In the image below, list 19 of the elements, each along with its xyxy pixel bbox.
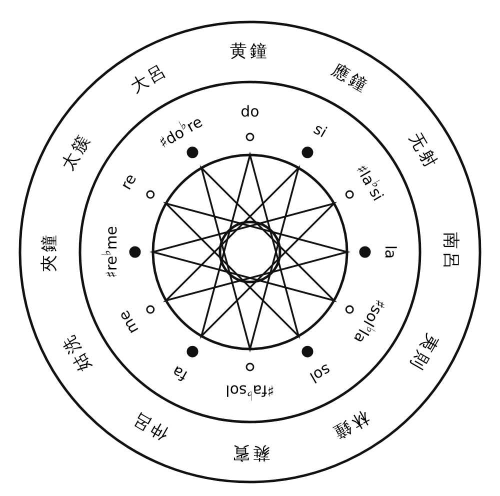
solfege-note: sol	[307, 361, 333, 386]
solfege-note: me	[116, 308, 142, 336]
pitch-pipe-name: 太簇	[59, 130, 94, 174]
pitch-pipe-name: 林鐘	[328, 408, 372, 443]
pitch-pipe-name: 夷則	[406, 330, 441, 374]
solfege-note: re	[118, 172, 140, 192]
solfege-note: fa	[170, 363, 190, 384]
pitch-pipe-name: 黄鐘	[230, 44, 270, 60]
pitch-pipe-name: 大呂	[128, 61, 172, 96]
pitch-pipe-name: 姑洗	[59, 330, 94, 374]
pitch-pipe-name: 仲呂	[128, 408, 172, 443]
pitch-pipe-name: 夾鐘	[42, 232, 58, 272]
pitch-pipe-name: 蕤賓	[230, 444, 270, 460]
pitch-pipe-name: 應鐘	[328, 61, 372, 96]
solfege-note: si	[311, 121, 329, 140]
pitch-pipe-name: 无射	[406, 130, 441, 174]
pitch-pipe-name: 南呂	[442, 232, 458, 272]
solfege-note: la	[382, 245, 398, 259]
solfege-note: do	[240, 104, 260, 120]
